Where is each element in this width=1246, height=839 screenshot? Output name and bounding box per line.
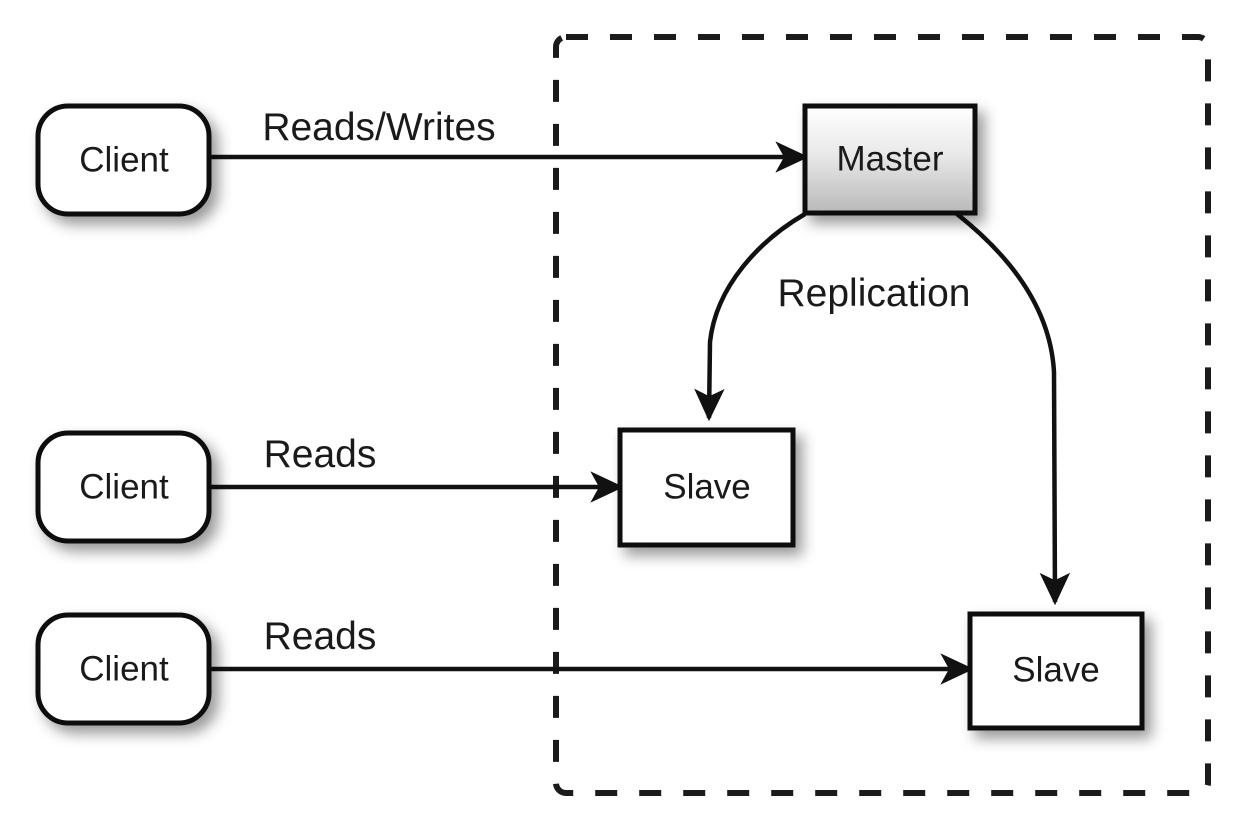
edge-client1-master: Reads/Writes [209,106,809,173]
replication-cluster-boundary [553,34,1211,796]
slave-1-box[interactable] [617,427,796,548]
node-slave-1[interactable]: Slave [617,427,796,548]
node-client-3[interactable]: Client [35,612,212,726]
edge-master-slave1: Replication [694,212,971,422]
client-3-label: Client [79,649,169,688]
client-2-box[interactable] [35,430,212,544]
edge-label-reads-writes: Reads/Writes [262,106,495,149]
node-slave-2[interactable]: Slave [967,611,1145,731]
edge-master-slave2 [955,212,1071,606]
master-label: Master [837,139,944,178]
node-client-2[interactable]: Client [35,430,212,544]
edge-label-replication: Replication [778,272,971,315]
master-box[interactable] [802,103,978,216]
node-client-1[interactable]: Client [35,103,212,217]
edge-label-reads-slave2: Reads [264,615,377,658]
node-master[interactable]: Master [802,103,978,216]
edge-client3-slave2: Reads [209,615,974,685]
edge-label-reads-slave1: Reads [264,433,377,476]
client-1-label: Client [79,140,169,179]
edge-client2-slave1: Reads [209,433,624,503]
slave-2-box[interactable] [967,611,1145,731]
slave-1-label: Slave [663,467,751,506]
client-2-label: Client [79,467,169,506]
client-3-box[interactable] [35,612,212,726]
slave-2-label: Slave [1012,650,1100,689]
client-1-box[interactable] [35,103,212,217]
replication-curve-right [955,212,1071,606]
replication-curve-left [694,212,807,422]
